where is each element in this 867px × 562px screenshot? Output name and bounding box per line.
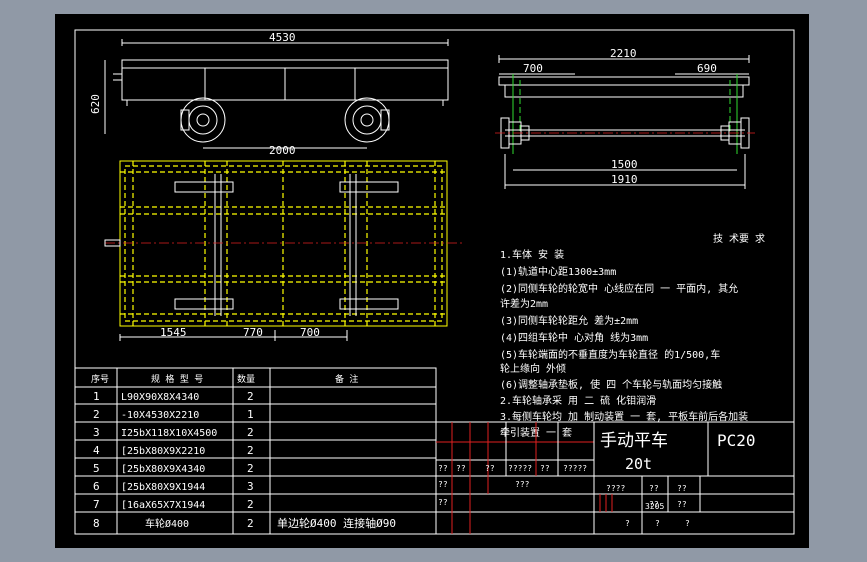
dim-wheelbase: 2000 — [269, 144, 296, 157]
row-qty: 3 — [247, 480, 254, 493]
row-qty: 2 — [247, 517, 254, 530]
platform-deck — [121, 59, 449, 69]
end-view: 2210 700 690 1500 1910 — [495, 47, 755, 189]
tb-cell: ?? — [677, 500, 687, 509]
tb-cell: ? — [655, 519, 660, 528]
tech-line: (4)四组车轮中 心对角 线为3mm — [500, 331, 648, 344]
tech-title: 技 术要 求 — [713, 232, 765, 245]
tech-line: 1.车体 安 装 — [500, 248, 564, 261]
tb-cell: ? — [685, 519, 690, 528]
tech-line: 3.每侧车轮均 加 制动装置 一 套, 平板车前后各加装 — [500, 410, 748, 423]
tb-cell: ?? — [677, 484, 687, 493]
row-spec: [25bX80X9X2210 — [121, 446, 205, 457]
dim-700: 700 — [300, 326, 320, 339]
tb-cell: ????? — [563, 464, 587, 473]
product-name: 手动平车 — [600, 431, 668, 451]
row-spec: -10X4530X2210 — [121, 410, 199, 421]
tb-cell: ?? — [540, 464, 550, 473]
header-no: 序号 — [91, 373, 109, 385]
tb-cell: ??? — [515, 480, 530, 489]
header-note: 备 注 — [335, 373, 358, 385]
row-spec: L90X90X8X4340 — [121, 392, 199, 403]
row-no: 4 — [93, 444, 100, 457]
axle-box-tl — [174, 181, 234, 193]
tech-requirements: 技 术要 求 1.车体 安 装 (1)轨道中心距1300±3mm (2)同侧车轮… — [500, 232, 765, 439]
dim-1545: 1545 — [160, 326, 187, 339]
row-spec: [25bX80X9X4340 — [121, 464, 205, 475]
tb-cell: ?? — [438, 464, 448, 473]
row-qty: 2 — [247, 462, 254, 475]
row-spec: 车轮Ø400 — [145, 517, 189, 530]
tb-cell: ?? — [438, 480, 448, 489]
row-no: 2 — [93, 408, 100, 421]
row-qty: 2 — [247, 426, 254, 439]
row-no: 8 — [93, 517, 100, 530]
tb-cell: ?? — [649, 500, 659, 509]
tech-line: (6)调整轴承垫板, 使 四 个车轮与轨面均匀接触 — [500, 378, 722, 391]
dim-770: 770 — [243, 326, 263, 339]
dim-overall: 1910 — [611, 173, 638, 186]
row-qty: 2 — [247, 444, 254, 457]
dim-width: 2210 — [610, 47, 637, 60]
row-no: 3 — [93, 426, 100, 439]
row-no: 5 — [93, 462, 100, 475]
row-qty: 2 — [247, 498, 254, 511]
dim-track: 1500 — [611, 158, 638, 171]
tech-line: 轮上缘向 外倾 — [500, 362, 566, 375]
tech-line: (2)同侧车轮的轮宽中 心线应在同 一 平面内, 其允 — [500, 282, 738, 295]
row-qty: 2 — [247, 390, 254, 403]
header-qty: 数量 — [237, 373, 255, 385]
row-no: 7 — [93, 498, 100, 511]
tech-line: (3)同侧车轮轮距允 差为±2mm — [500, 314, 638, 327]
side-view: 4530 620 2000 — [89, 31, 449, 157]
tech-line: 2.车轮轴承采 用 二 硫 化钼润滑 — [500, 394, 656, 407]
row-spec: [25bX80X9X1944 — [121, 482, 205, 493]
drawing-code: PC20 — [717, 431, 756, 450]
tb-cell: ?? — [485, 464, 495, 473]
tb-cell: ?? — [649, 484, 659, 493]
tb-cell: ?? — [456, 464, 466, 473]
row-note: 单边轮Ø400 连接轴Ø90 — [277, 516, 396, 530]
tech-line: (5)车轮端面的不垂直度为车轮直径 的1/500,车 — [500, 348, 720, 361]
plan-view: 1545 770 700 — [104, 160, 465, 341]
tb-cell: ????? — [508, 464, 532, 473]
tech-line: 许差为2mm — [500, 297, 548, 310]
tb-cell: 3205 — [645, 502, 664, 511]
parts-table: 序号 规 格 型 号 数量 备 注 1 L90X90X8X4340 2 2 -1… — [74, 367, 437, 535]
title-block: 手动平车 20t PC20 ?? ?? ?? ????? ?? ????? ??… — [435, 421, 795, 535]
product-capacity: 20t — [625, 455, 652, 473]
tb-cell: ?? — [438, 498, 448, 507]
row-no: 1 — [93, 390, 100, 403]
header-spec: 规 格 型 号 — [151, 373, 203, 385]
rear-wheel — [344, 97, 390, 143]
cad-drawing: 4530 620 2000 — [74, 29, 795, 535]
dim-left: 700 — [523, 62, 543, 75]
axle-box-bl — [174, 298, 234, 310]
tb-cell: ???? — [606, 484, 625, 493]
dim-length: 4530 — [269, 31, 296, 44]
front-wheel — [180, 97, 226, 143]
tech-line: (1)轨道中心距1300±3mm — [500, 265, 616, 278]
end-deck — [498, 76, 750, 86]
row-spec: I25bX118X10X4500 — [121, 428, 217, 439]
row-spec: [16aX65X7X1944 — [121, 500, 205, 511]
axle-box-br — [339, 298, 399, 310]
row-no: 6 — [93, 480, 100, 493]
row-qty: 1 — [247, 408, 254, 421]
axle-box-tr — [339, 181, 399, 193]
drawing-sheet: 4530 620 2000 — [55, 14, 809, 548]
dim-height: 620 — [89, 94, 102, 114]
tb-cell: ? — [625, 519, 630, 528]
dim-right: 690 — [697, 62, 717, 75]
